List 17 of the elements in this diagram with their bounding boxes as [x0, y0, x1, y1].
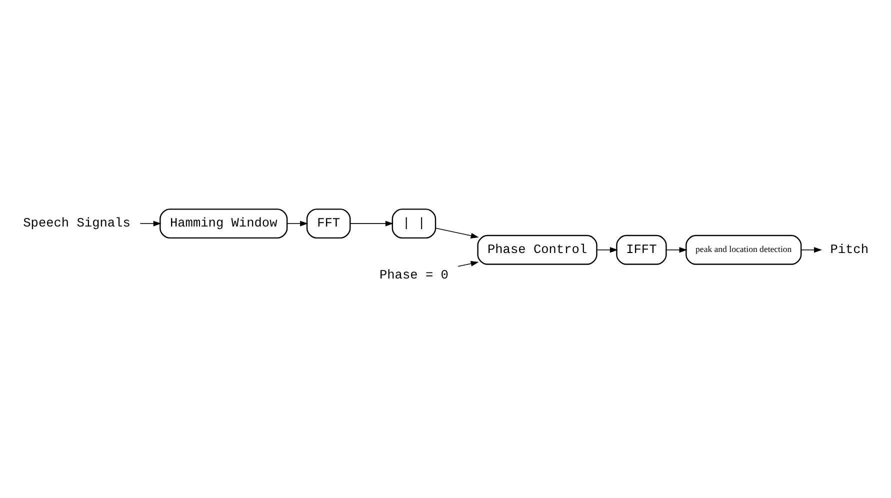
node-box: Hamming Window — [160, 208, 288, 238]
arrow — [435, 227, 479, 238]
node-box: | | — [392, 208, 436, 238]
arrow — [286, 220, 308, 226]
arrow — [458, 260, 479, 266]
node-box: FFT — [306, 208, 351, 238]
node-text: Pitch — [830, 241, 869, 256]
node-text: Speech Signals — [23, 215, 130, 230]
arrow — [800, 246, 822, 252]
arrow — [596, 246, 618, 252]
arrow — [666, 246, 688, 252]
node-box: Phase Control — [477, 234, 598, 264]
arrow — [140, 220, 162, 226]
node-text: Phase = 0 — [379, 266, 448, 282]
arrow — [350, 220, 394, 226]
node-box: IFFT — [616, 234, 667, 264]
node-box: peak and location detection — [686, 234, 802, 264]
